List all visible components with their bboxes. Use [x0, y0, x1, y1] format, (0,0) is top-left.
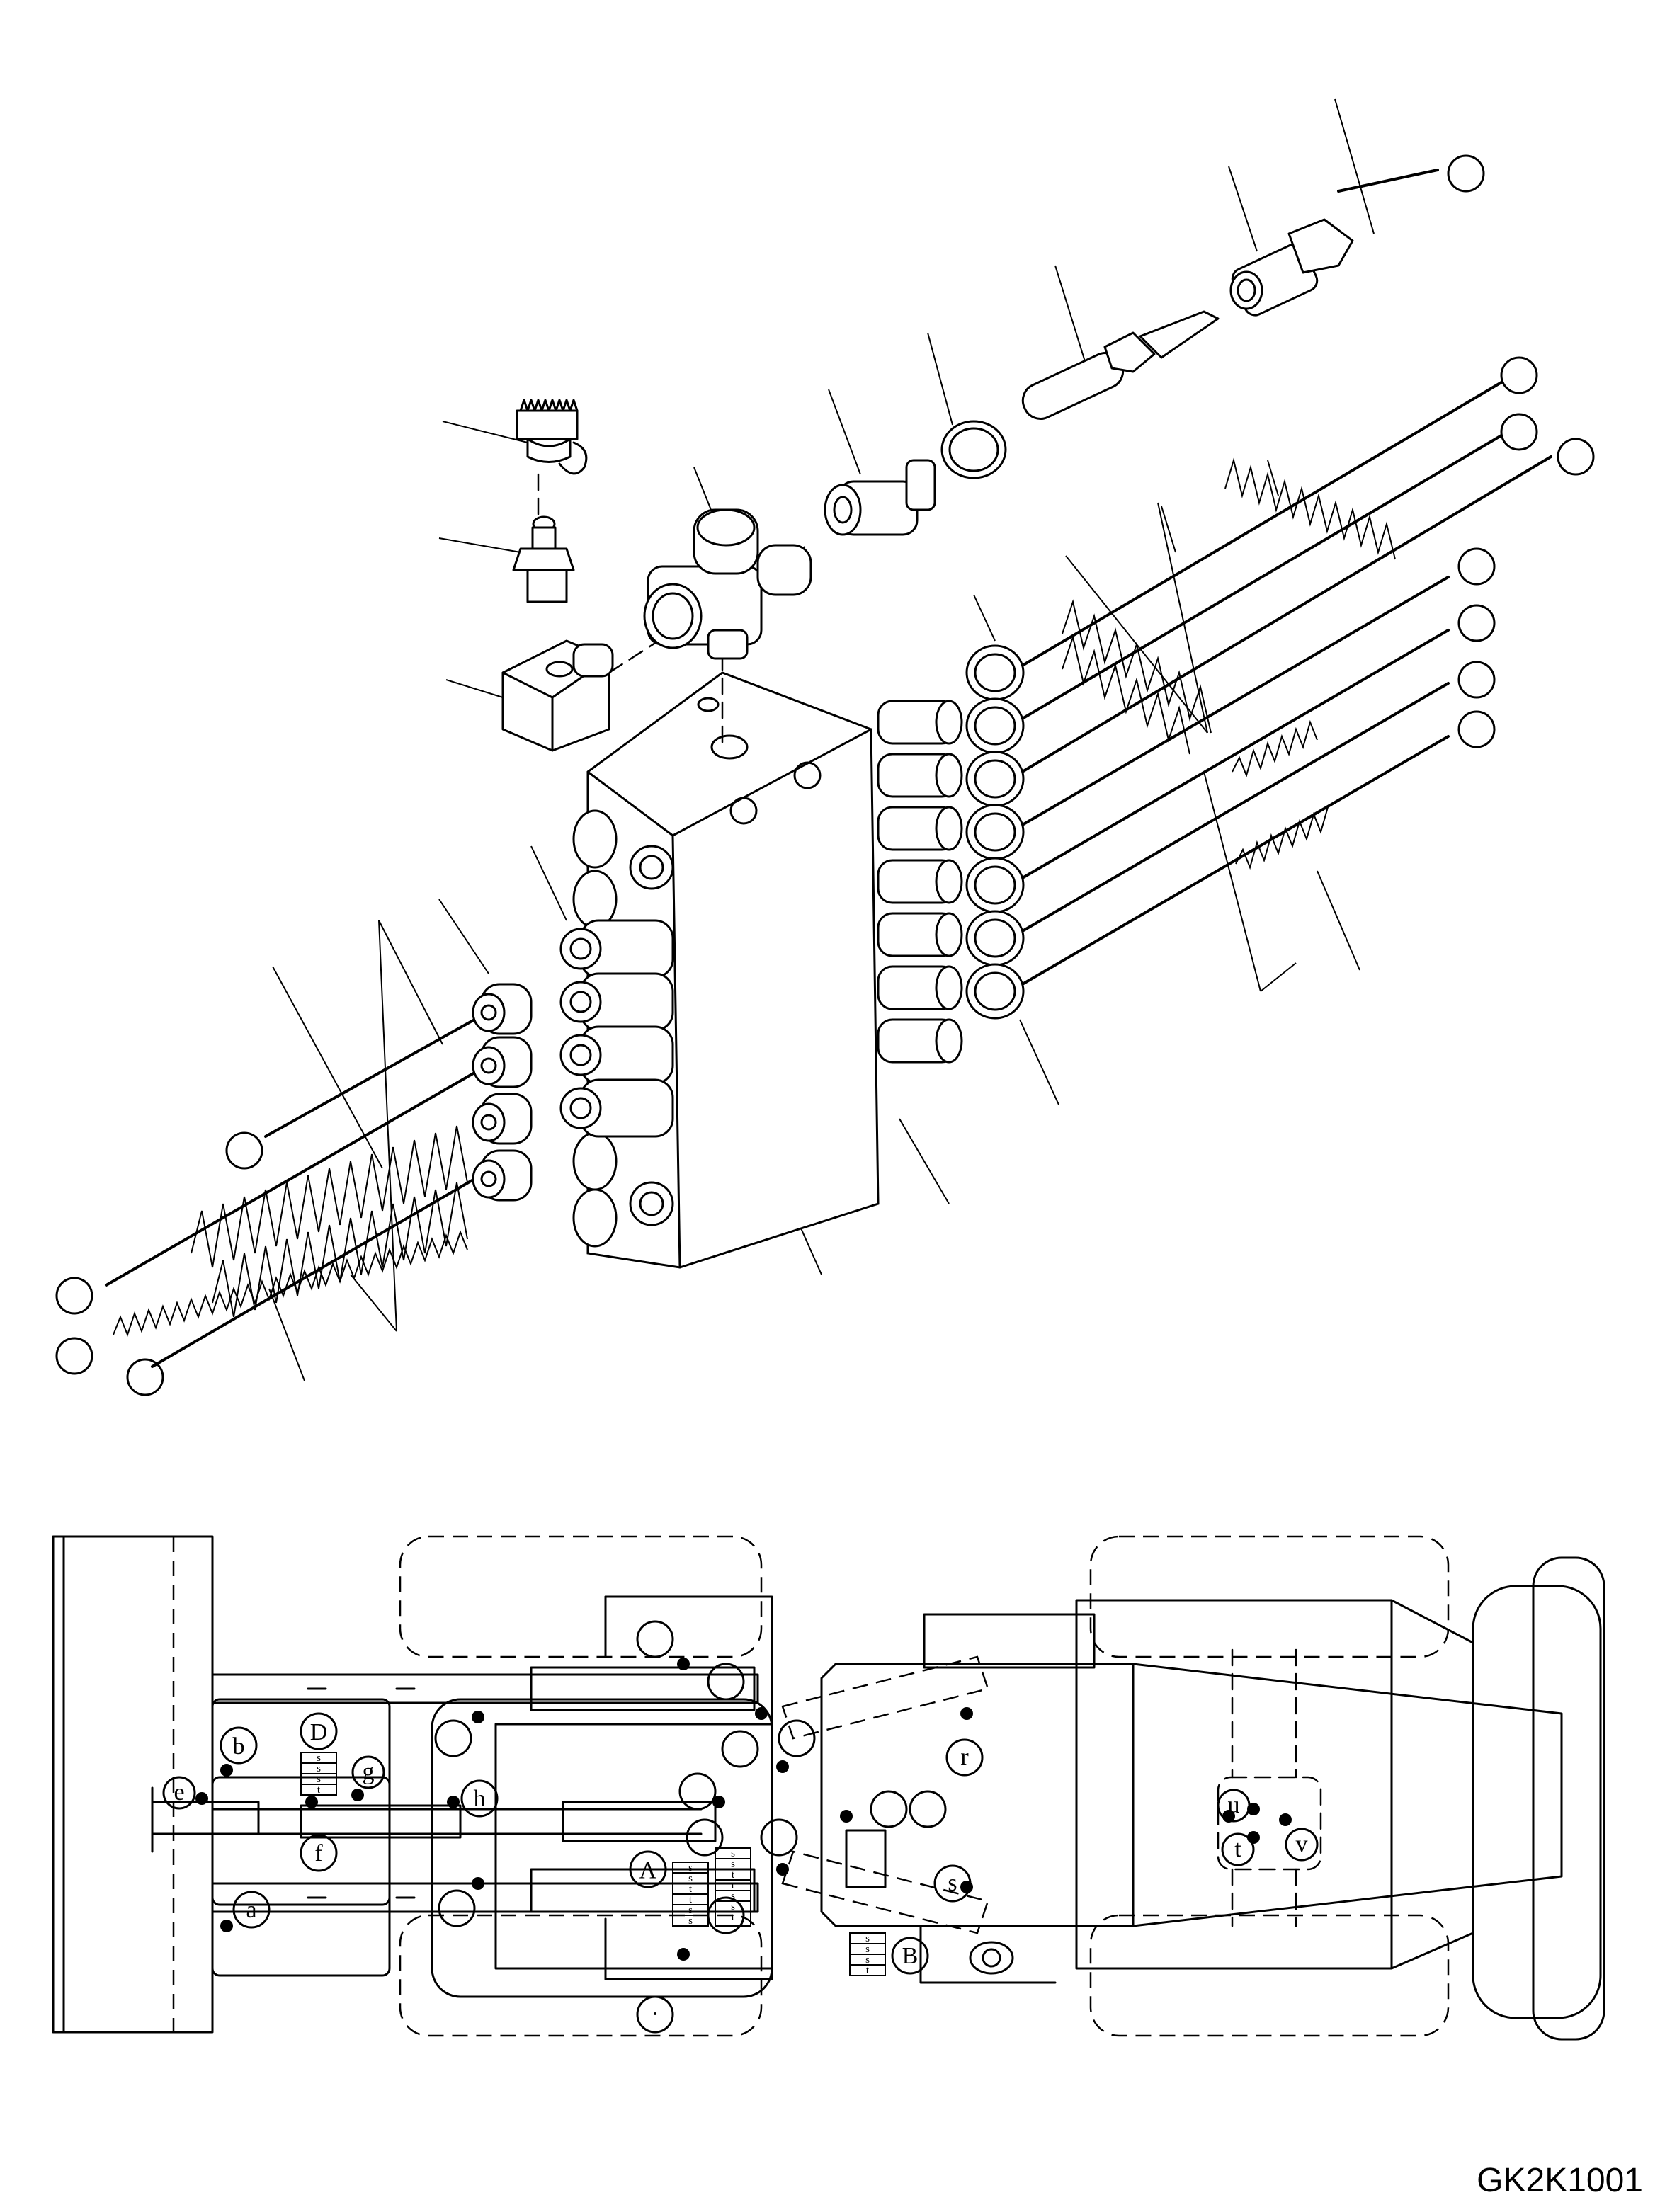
ref-circle [1500, 356, 1538, 394]
svg-text:Λ: Λ [639, 1857, 657, 1883]
callout-dot: · [636, 1995, 674, 2034]
svg-text:u: u [1228, 1792, 1240, 1818]
svg-text:s: s [317, 1752, 321, 1764]
callout-s: s [933, 1864, 972, 1903]
ref-circle [1457, 604, 1496, 642]
svg-text:s: s [865, 1954, 870, 1966]
svg-text:v: v [1296, 1831, 1308, 1857]
callout-r: r [945, 1738, 984, 1777]
block-left-fittings [559, 809, 674, 1248]
callout-b: b [220, 1726, 258, 1765]
svg-text:t: t [1234, 1836, 1241, 1862]
svg-text:g: g [363, 1759, 375, 1785]
exploded-view [55, 98, 1595, 1396]
callout-v: v [1285, 1828, 1319, 1862]
svg-text:t: t [732, 1869, 735, 1881]
ref-circle [126, 1358, 164, 1396]
svg-text:e: e [174, 1779, 184, 1806]
svg-text:t: t [732, 1912, 735, 1923]
ref-circle [1557, 438, 1595, 476]
front-wheel-top [399, 1535, 763, 1658]
callout-g: g [351, 1755, 385, 1789]
blade [52, 1535, 214, 2034]
ref-circle [1457, 710, 1496, 748]
svg-text:s: s [731, 1859, 735, 1870]
svg-text:s: s [688, 1862, 693, 1874]
svg-text:·: · [651, 2001, 659, 2027]
ref-circle [55, 1337, 93, 1375]
ref-circle [1447, 154, 1485, 193]
svg-text:s: s [865, 1944, 870, 1955]
svg-text:r: r [960, 1744, 969, 1770]
callout-t: t [1221, 1832, 1255, 1866]
svg-text:D: D [310, 1719, 328, 1745]
callout-lambda: Λ [629, 1850, 667, 1888]
svg-text:s: s [317, 1774, 321, 1785]
callout-a: a [232, 1891, 271, 1929]
svg-text:t: t [689, 1894, 693, 1905]
right-caps [965, 644, 1025, 1020]
block-right-fittings [877, 700, 963, 1064]
grease-table-d: s s s t [300, 1752, 337, 1796]
svg-text:s: s [731, 1848, 735, 1859]
top-assembly [501, 218, 1354, 752]
callout-e: e [162, 1776, 196, 1810]
svg-text:h: h [474, 1786, 486, 1812]
ref-circle [1500, 413, 1538, 451]
rear-wheel-top [1089, 1535, 1450, 1658]
pipes-right [1015, 169, 1552, 989]
callout-h: h [460, 1779, 499, 1818]
reference-circles [55, 154, 1595, 1396]
svg-text:s: s [317, 1763, 321, 1774]
springs-left [113, 1125, 468, 1337]
machine-plan-view: b D e g h f a Λ [52, 1535, 1605, 2041]
left-caps [472, 983, 533, 1202]
svg-text:s: s [865, 1933, 870, 1944]
leader-lines [268, 98, 1375, 1381]
grease-table-b: s s s t [849, 1932, 886, 1976]
callout-u: u [1217, 1789, 1251, 1823]
svg-text:b: b [233, 1733, 245, 1760]
callout-b-upper: B [891, 1937, 929, 1975]
svg-text:s: s [688, 1905, 693, 1916]
svg-text:t: t [689, 1883, 693, 1895]
callout-d: D [300, 1712, 338, 1750]
svg-text:s: s [688, 1915, 693, 1927]
svg-text:s: s [948, 1870, 957, 1896]
grease-table-lambda-right: s s t t s s t [715, 1847, 751, 1927]
svg-text:s: s [731, 1901, 735, 1912]
ref-circle [55, 1277, 93, 1315]
svg-text:a: a [246, 1897, 256, 1923]
svg-text:t: t [317, 1784, 321, 1796]
ref-circle [1457, 547, 1496, 586]
svg-text:t: t [732, 1880, 735, 1891]
ref-circle [1457, 661, 1496, 699]
grease-table-lambda-left: s s t t s s [672, 1862, 709, 1927]
svg-text:s: s [688, 1873, 693, 1884]
svg-text:s: s [731, 1891, 735, 1902]
pipes-left [105, 1018, 476, 1368]
svg-text:t: t [866, 1965, 870, 1976]
svg-text:B: B [902, 1943, 919, 1969]
front-wheel-bottom [399, 1914, 763, 2037]
rear-wheel-bottom [1089, 1914, 1450, 2037]
drawing-code: GK2K1001 [1477, 2162, 1643, 2199]
springs-right [1062, 457, 1396, 870]
ref-circle [225, 1131, 263, 1170]
svg-text:f: f [314, 1840, 323, 1866]
callout-f: f [300, 1834, 338, 1872]
